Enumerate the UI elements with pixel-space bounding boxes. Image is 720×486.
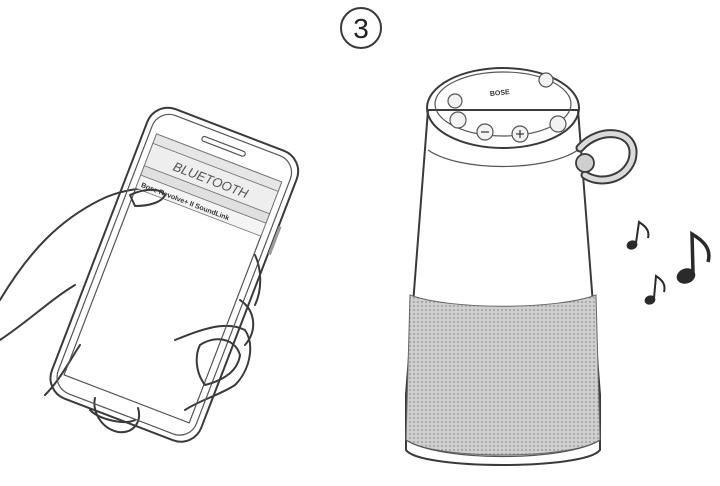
device-list-item[interactable] bbox=[135, 174, 267, 237]
speaker-grille bbox=[405, 294, 601, 456]
speaker-logo: BOSE bbox=[490, 89, 511, 98]
bluetooth-button[interactable] bbox=[538, 72, 554, 88]
aux-button[interactable] bbox=[449, 111, 467, 129]
smartphone: BLUETOOTH Bose Revolve+ II SoundLink bbox=[49, 106, 300, 443]
speaker-buttons bbox=[447, 72, 567, 143]
step-indicator: 3 bbox=[340, 7, 382, 49]
step-number: 3 bbox=[353, 13, 369, 44]
hand bbox=[0, 187, 262, 434]
bluetooth-speaker: BOSE bbox=[405, 67, 638, 466]
power-button[interactable] bbox=[447, 93, 463, 109]
multifunction-button[interactable] bbox=[549, 115, 567, 133]
music-notes-icon bbox=[626, 220, 711, 305]
